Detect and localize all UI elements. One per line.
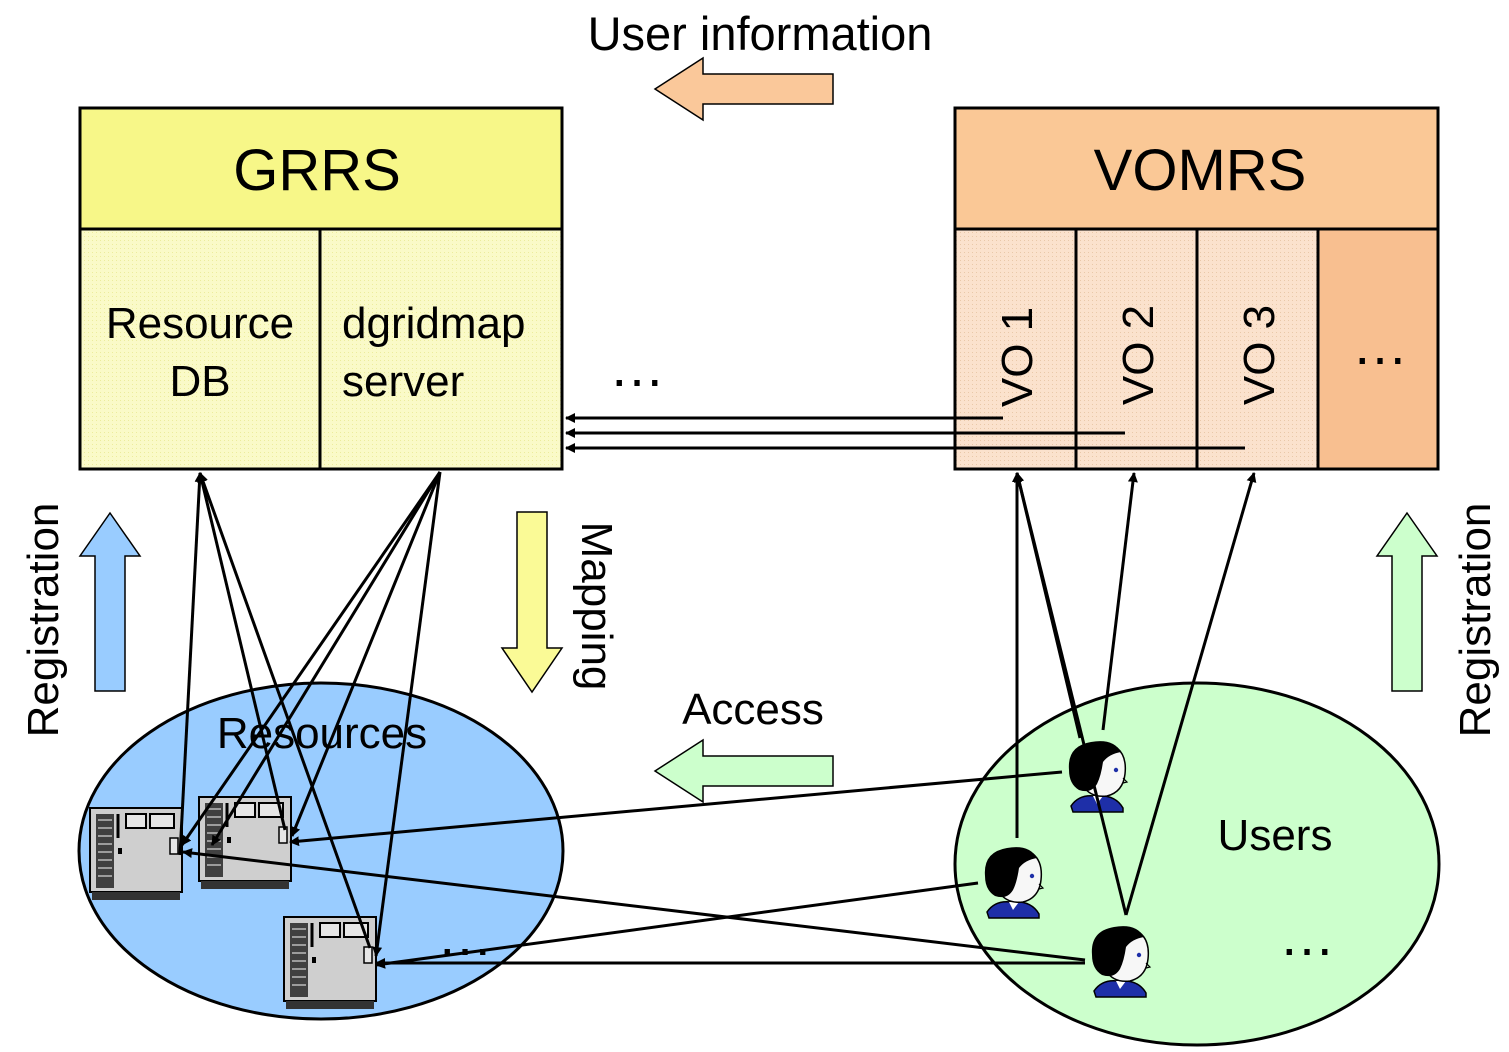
access-arrow xyxy=(653,738,834,804)
vo1-label: VO 1 xyxy=(993,307,1042,407)
vo1-cell xyxy=(955,229,1076,469)
mapping-arrow xyxy=(500,511,564,694)
user-access-lines xyxy=(182,770,1086,969)
vo2-cell xyxy=(1076,229,1197,469)
grrs-box: GRRS Resource DB dgridmap server xyxy=(78,106,564,471)
user-information-arrow xyxy=(653,56,834,122)
registration-arrow-right xyxy=(1375,511,1439,692)
registration-label-right: Registration xyxy=(1451,503,1500,738)
server-icon xyxy=(88,806,184,902)
vo-to-dgridmap-lines xyxy=(565,413,1245,453)
registration-label-left: Registration xyxy=(19,503,68,738)
resource-registration-lines xyxy=(178,472,372,949)
grrs-header xyxy=(80,108,562,229)
dgridmap-server-label-line1: dgridmap xyxy=(342,299,525,348)
person-icon xyxy=(1091,925,1151,998)
resource-db-label-line2: DB xyxy=(169,357,230,406)
access-label: Access xyxy=(682,685,824,734)
user-information-label: User information xyxy=(588,7,933,60)
resources-label: Resources xyxy=(217,709,427,758)
dgridmap-server-label-line2: server xyxy=(342,357,464,406)
between-boxes-ellipsis: … xyxy=(609,335,665,398)
grrs-title: GRRS xyxy=(233,138,401,203)
vomrs-header xyxy=(955,108,1438,229)
resources-ellipse xyxy=(77,681,565,1021)
vo-more-cell xyxy=(1318,229,1438,469)
vo2-label: VO 2 xyxy=(1114,305,1163,405)
resources-ellipsis: … xyxy=(437,904,493,967)
vomrs-box: VOMRS VO 1 VO 2 VO 3 … xyxy=(953,106,1440,471)
users-ellipsis: … xyxy=(1279,904,1335,967)
dgridmap-server-cell xyxy=(320,229,562,469)
vo-more-ellipsis: … xyxy=(1352,313,1408,376)
vo3-cell xyxy=(1197,229,1318,469)
resource-db-cell xyxy=(80,229,320,469)
mapping-label: Mapping xyxy=(572,522,621,691)
person-icon xyxy=(984,846,1044,919)
resource-db-label-line1: Resource xyxy=(106,299,294,348)
registration-arrow-left xyxy=(78,511,142,692)
users-label: Users xyxy=(1218,811,1333,860)
server-icon xyxy=(282,915,378,1011)
vo3-label: VO 3 xyxy=(1235,305,1284,405)
vomrs-title: VOMRS xyxy=(1094,138,1307,203)
